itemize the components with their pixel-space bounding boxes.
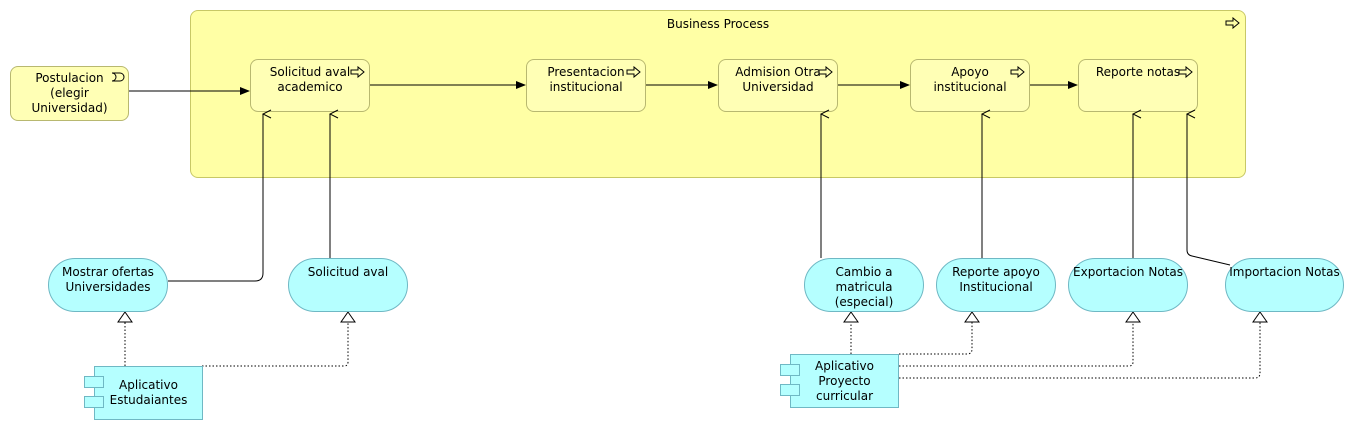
service-cambio-matricula[interactable]: Cambio a matricula (especial) xyxy=(804,258,924,312)
realization-c1-to-s2 xyxy=(202,322,349,367)
triangle-s4 xyxy=(964,311,980,323)
serving-s1-to-p1 xyxy=(168,114,263,282)
process-presentacion-institucional[interactable]: Presentacion institucional xyxy=(526,59,646,112)
service-label: Cambio a matricula (especial) xyxy=(834,265,894,309)
component-icon xyxy=(84,396,104,408)
service-mostrar-ofertas[interactable]: Mostrar ofertas Universidades xyxy=(48,258,168,312)
process-arrow-icon xyxy=(818,66,833,78)
event-postulacion[interactable]: Postulacion (elegir Universidad) xyxy=(10,66,129,121)
event-label: Postulacion (elegir Universidad) xyxy=(31,71,108,115)
service-label: Reporte apoyo Institucional xyxy=(952,265,1040,294)
process-label: Solicitud aval academico xyxy=(269,65,351,94)
component-label: Aplicativo Proyecto curricular xyxy=(815,358,874,403)
service-exportacion-notas[interactable]: Exportacion Notas xyxy=(1068,258,1188,312)
component-icon xyxy=(84,376,104,388)
process-label: Admision Otra Universidad xyxy=(735,65,821,94)
component-aplicativo-proyecto-curricular[interactable]: Aplicativo Proyecto curricular xyxy=(790,354,899,408)
process-arrow-icon xyxy=(1225,17,1240,29)
triangle-s3 xyxy=(843,311,859,323)
process-arrow-icon xyxy=(1178,66,1193,78)
event-icon xyxy=(111,72,125,82)
process-arrow-icon xyxy=(350,66,365,78)
realization-c2-to-s5 xyxy=(899,322,1134,367)
component-icon xyxy=(780,384,800,396)
component-label: Aplicativo Estudaiantes xyxy=(109,378,188,407)
service-label: Solicitud aval xyxy=(307,265,389,279)
serving-s6-to-p5 xyxy=(1187,114,1231,266)
service-importacion-notas[interactable]: Importacion Notas xyxy=(1225,258,1344,312)
service-label: Exportacion Notas xyxy=(1073,265,1183,279)
triangle-s6 xyxy=(1252,311,1268,323)
service-label: Mostrar ofertas Universidades xyxy=(62,265,154,294)
service-solicitud-aval[interactable]: Solicitud aval xyxy=(288,258,408,312)
process-arrow-icon xyxy=(626,66,641,78)
process-admision-otra-universidad[interactable]: Admision Otra Universidad xyxy=(718,59,838,112)
realization-c2-to-s6 xyxy=(899,322,1261,379)
process-label: Reporte notas xyxy=(1095,65,1181,79)
process-reporte-notas[interactable]: Reporte notas xyxy=(1078,59,1198,112)
process-label: Apoyo institucional xyxy=(933,65,1007,94)
triangle-s5 xyxy=(1125,311,1141,323)
container-title: Business Process xyxy=(666,17,770,31)
component-icon xyxy=(780,364,800,376)
process-label: Presentacion institucional xyxy=(547,65,625,94)
realization-c2-to-s4 xyxy=(899,322,973,355)
process-solicitud-aval-academico[interactable]: Solicitud aval academico xyxy=(250,59,370,112)
triangle-s1 xyxy=(117,311,133,323)
component-aplicativo-estudaiantes[interactable]: Aplicativo Estudaiantes xyxy=(94,366,203,420)
process-apoyo-institucional[interactable]: Apoyo institucional xyxy=(910,59,1030,112)
triangle-s2 xyxy=(340,311,356,323)
service-reporte-apoyo[interactable]: Reporte apoyo Institucional xyxy=(936,258,1056,312)
process-arrow-icon xyxy=(1010,66,1025,78)
service-label: Importacion Notas xyxy=(1229,265,1340,279)
